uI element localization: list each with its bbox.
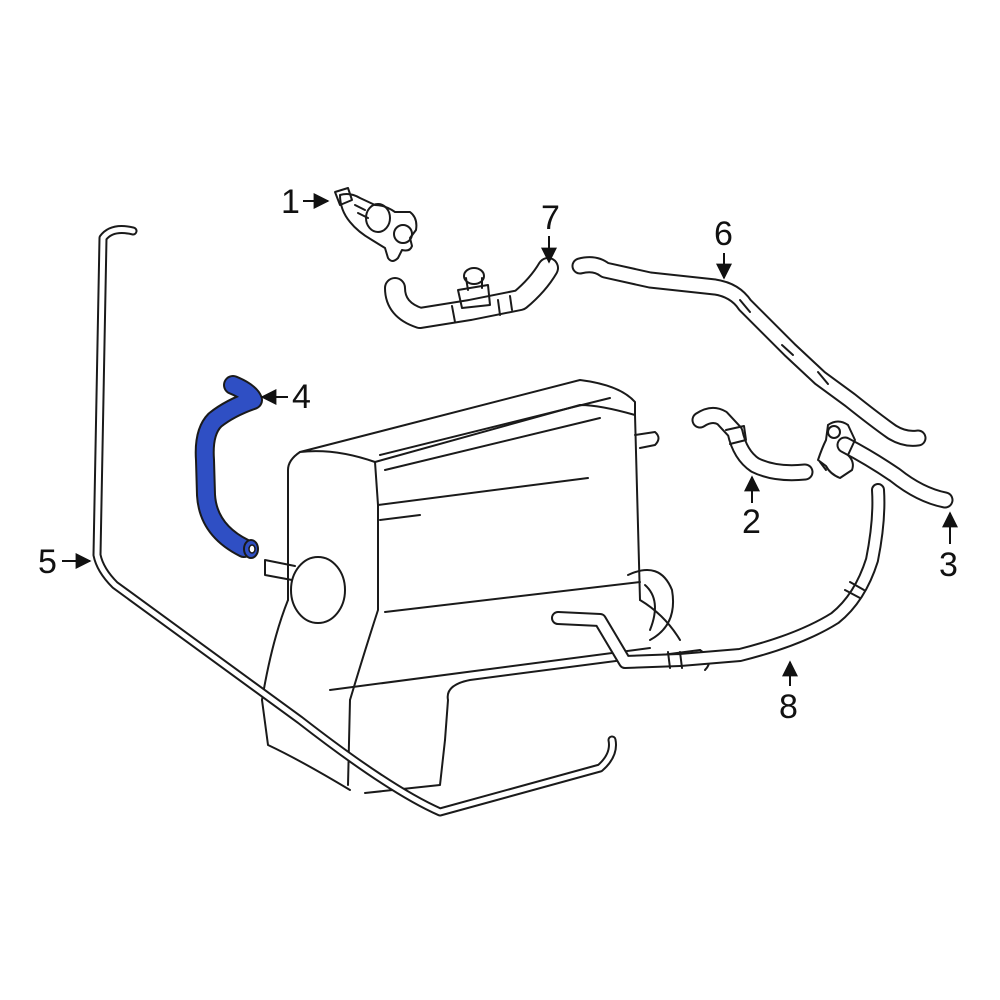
part-3-hose[interactable] <box>817 420 954 509</box>
part-5-metal-line[interactable] <box>92 225 617 817</box>
callout-label-5: 5 <box>38 543 57 581</box>
callout-label-6: 6 <box>714 215 733 253</box>
part-8-hose[interactable] <box>551 483 886 669</box>
callout-7: 7 <box>541 199 560 264</box>
part-2-hose[interactable] <box>691 406 814 482</box>
engine-block <box>261 379 710 794</box>
callout-2: 2 <box>742 475 761 541</box>
callout-6: 6 <box>714 215 733 280</box>
callout-label-3: 3 <box>939 546 958 584</box>
callout-label-2: 2 <box>742 503 761 541</box>
callout-8: 8 <box>779 660 798 726</box>
part-6-hose[interactable] <box>571 256 927 447</box>
part-4-coolant-hose[interactable] <box>194 375 263 559</box>
callout-label-4: 4 <box>292 378 311 416</box>
callout-label-1: 1 <box>281 183 300 221</box>
callout-5: 5 <box>38 543 92 581</box>
callout-label-8: 8 <box>779 688 798 726</box>
callout-4: 4 <box>260 378 311 416</box>
part-7-hose-assembly[interactable] <box>384 257 559 329</box>
callout-3: 3 <box>939 511 958 584</box>
part-1-air-valve[interactable] <box>334 187 418 262</box>
callout-label-7: 7 <box>541 199 560 237</box>
callout-1: 1 <box>281 183 330 221</box>
